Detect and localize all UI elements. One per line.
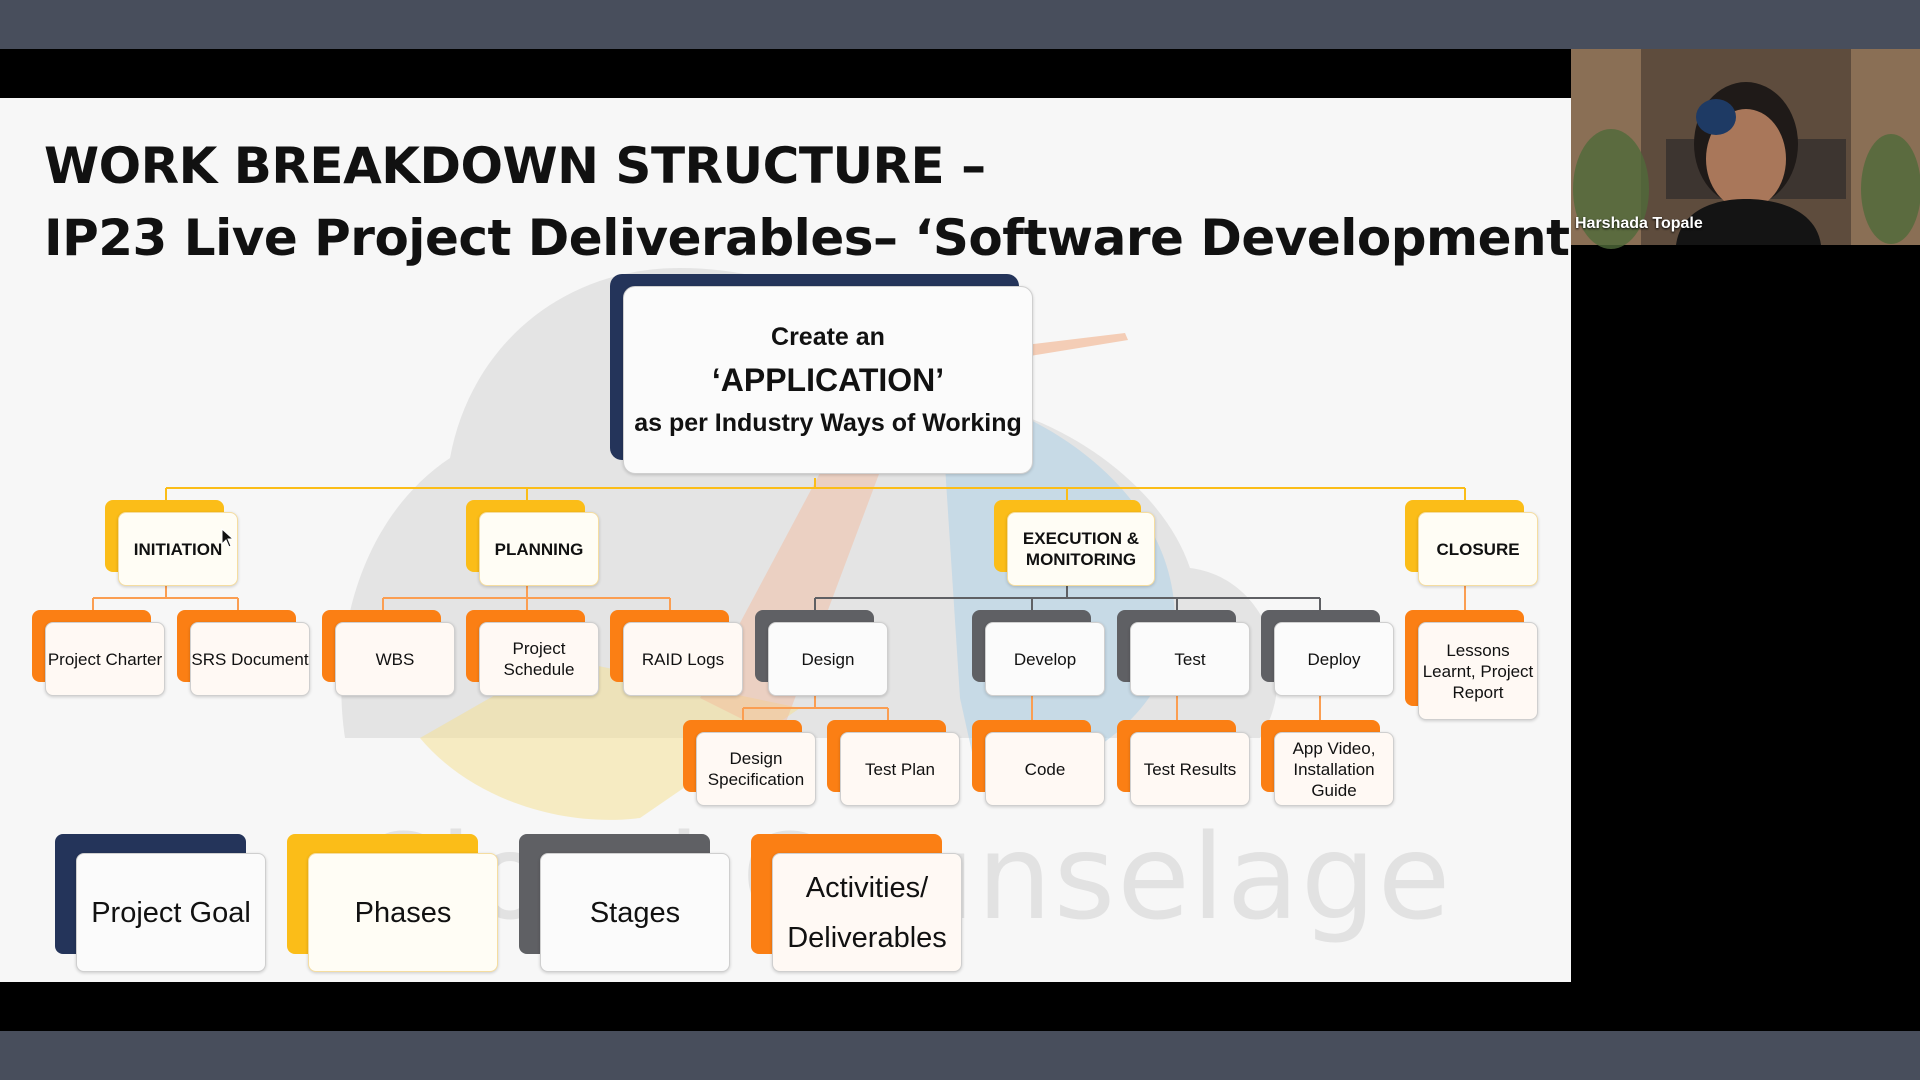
- legend-label: Project Goal: [76, 853, 266, 972]
- legend-label: Stages: [540, 853, 730, 972]
- deliverable-label: App Video, Installation Guide: [1274, 732, 1394, 806]
- participant-video-feed: [1571, 49, 1920, 249]
- phase-initiation: INITIATION: [105, 500, 238, 586]
- slide-title-line-2: IP23 Live Project Deliverables– ‘Softwar…: [44, 209, 1589, 267]
- deliverable-label: Test Plan: [840, 732, 960, 806]
- stage-label: Develop: [985, 622, 1105, 696]
- stage-label: Test: [1130, 622, 1250, 696]
- phase-initiation-label: INITIATION: [118, 512, 238, 586]
- slide-title: WORK BREAKDOWN STRUCTURE – IP23 Live Pro…: [44, 130, 1589, 274]
- activity-project-charter: Project Charter: [32, 610, 165, 696]
- stage-develop: Develop: [972, 610, 1105, 696]
- deliverable-test-plan: Test Plan: [827, 720, 960, 806]
- goal-line-2: ‘APPLICATION’: [711, 361, 945, 398]
- stage-label: Design: [768, 622, 888, 696]
- project-goal-box: Create an ‘APPLICATION’ as per Industry …: [610, 274, 1033, 474]
- presentation-slide: Cloud Counselage WORK BREAKDOWN STRUCTUR…: [0, 98, 1589, 982]
- window-bottom-bar: [0, 1031, 1920, 1080]
- activity-srs-document: SRS Document: [177, 610, 310, 696]
- phase-planning: PLANNING: [466, 500, 599, 586]
- deliverable-label: Test Results: [1130, 732, 1250, 806]
- legend-project-goal: Project Goal: [55, 834, 266, 972]
- stage-test: Test: [1117, 610, 1250, 696]
- activity-project-schedule: Project Schedule: [466, 610, 599, 696]
- deliverable-label: Design Specification: [696, 732, 816, 806]
- goal-line-3: as per Industry Ways of Working: [634, 408, 1022, 437]
- stage-label: Deploy: [1274, 622, 1394, 696]
- legend-activities-deliverables: Activities/ Deliverables: [751, 834, 962, 972]
- deliverable-test-results: Test Results: [1117, 720, 1250, 806]
- phase-closure: CLOSURE: [1405, 500, 1538, 586]
- legend-label: Phases: [308, 853, 498, 972]
- activity-label: Project Schedule: [479, 622, 599, 696]
- stage-deploy: Deploy: [1261, 610, 1394, 696]
- activity-raid-logs: RAID Logs: [610, 610, 743, 696]
- phase-closure-label: CLOSURE: [1418, 512, 1538, 586]
- phase-execution-monitoring: EXECUTION & MONITORING: [994, 500, 1155, 586]
- participant-name: Harshada Topale: [1575, 215, 1703, 232]
- deliverable-app-video: App Video, Installation Guide: [1261, 720, 1394, 806]
- slide-title-line-1: WORK BREAKDOWN STRUCTURE –: [44, 137, 986, 195]
- window-top-bar: [0, 0, 1920, 49]
- deliverable-design-specification: Design Specification: [683, 720, 816, 806]
- goal-line-1: Create an: [771, 322, 885, 351]
- activity-label: Project Charter: [45, 622, 165, 696]
- activity-lessons-learnt: Lessons Learnt, Project Report: [1405, 610, 1538, 720]
- deliverable-code: Code: [972, 720, 1105, 806]
- phase-execution-label: EXECUTION & MONITORING: [1007, 512, 1155, 586]
- deliverable-label: Code: [985, 732, 1105, 806]
- activity-label: SRS Document: [190, 622, 310, 696]
- legend-phases: Phases: [287, 834, 498, 972]
- connector-lines: [92, 478, 1466, 720]
- activity-wbs: WBS: [322, 610, 455, 696]
- activity-label: Lessons Learnt, Project Report: [1418, 622, 1538, 720]
- activity-label: WBS: [335, 622, 455, 696]
- legend-label: Activities/ Deliverables: [772, 853, 962, 972]
- activity-label: RAID Logs: [623, 622, 743, 696]
- phase-planning-label: PLANNING: [479, 512, 599, 586]
- legend-stages: Stages: [519, 834, 730, 972]
- stage-design: Design: [755, 610, 888, 696]
- participant-video-tile[interactable]: Harshada Topale: [1571, 49, 1920, 249]
- mouse-cursor-icon: [221, 527, 235, 548]
